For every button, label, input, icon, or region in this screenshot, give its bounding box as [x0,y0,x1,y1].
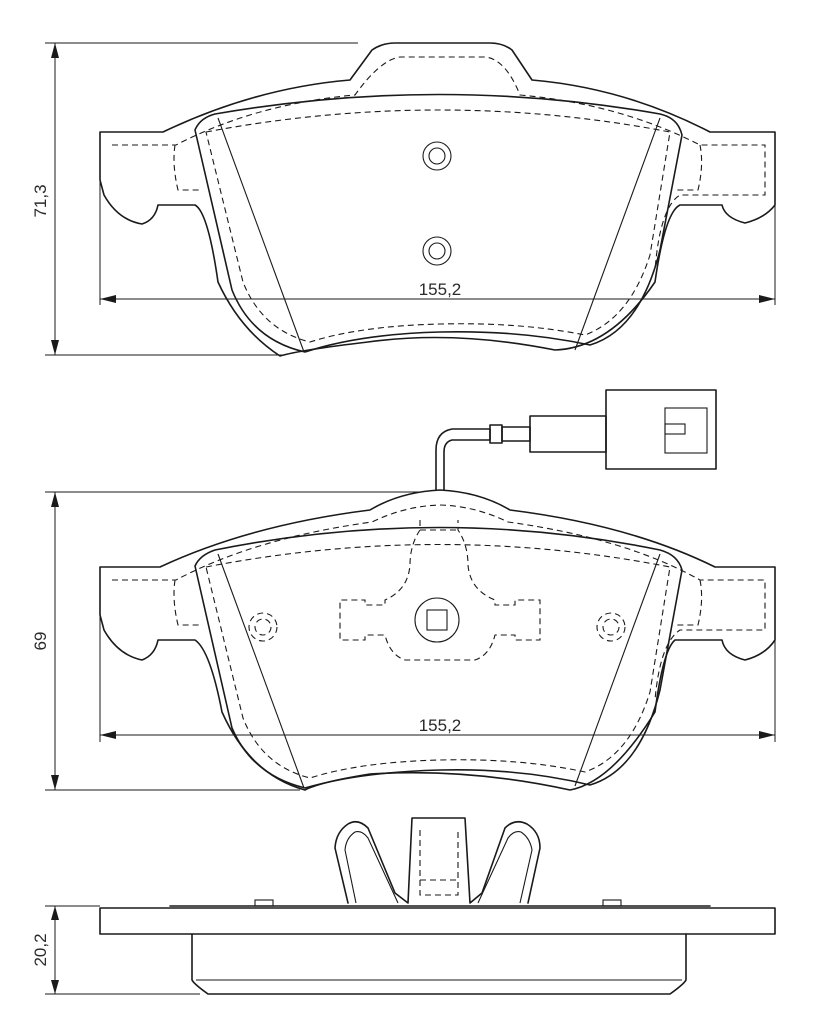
arrowhead [51,492,59,507]
middle-width-label: 155,2 [419,716,462,735]
top-hole-lower [422,236,452,266]
middle-backing-plate [99,489,776,791]
middle-hole-right [596,612,626,642]
top-width-label: 155,2 [419,280,462,299]
side-thickness-label: 20,2 [31,933,50,966]
middle-friction-pad [194,526,683,789]
middle-chamfer-right [574,553,661,787]
arrowhead [100,731,116,739]
side-spring-clip [334,817,541,904]
arrowhead [51,340,59,355]
side-pad-view: 20,2 [31,817,776,995]
arrowhead [759,295,775,303]
middle-center-hole [414,597,460,643]
middle-clip-outline [339,520,541,661]
middle-height-label: 69 [31,632,50,651]
side-friction-material [191,933,687,995]
top-friction-pad [194,93,683,353]
middle-shim-outline [112,504,766,701]
side-backing-plate [99,907,776,935]
middle-pad-view: 69 155,2 [31,389,776,791]
arrowhead [51,980,59,994]
sensor-plug [605,389,717,470]
top-height-label: 71,3 [31,184,50,217]
arrowhead [759,731,775,739]
sensor-connector [529,415,607,453]
top-chamfer-left [217,117,305,353]
middle-chamfer-left [217,553,305,789]
sensor-wire [435,428,491,491]
top-backing-plate [99,42,776,357]
arrowhead [100,295,116,303]
middle-hole-left [248,612,278,642]
wear-sensor [435,389,717,491]
top-hole-upper [422,141,452,171]
top-chamfer-right [574,117,661,351]
top-pad-view: 71,3 155,2 [31,42,776,357]
arrowhead [51,43,59,58]
arrowhead [51,775,59,790]
arrowhead [51,906,59,920]
